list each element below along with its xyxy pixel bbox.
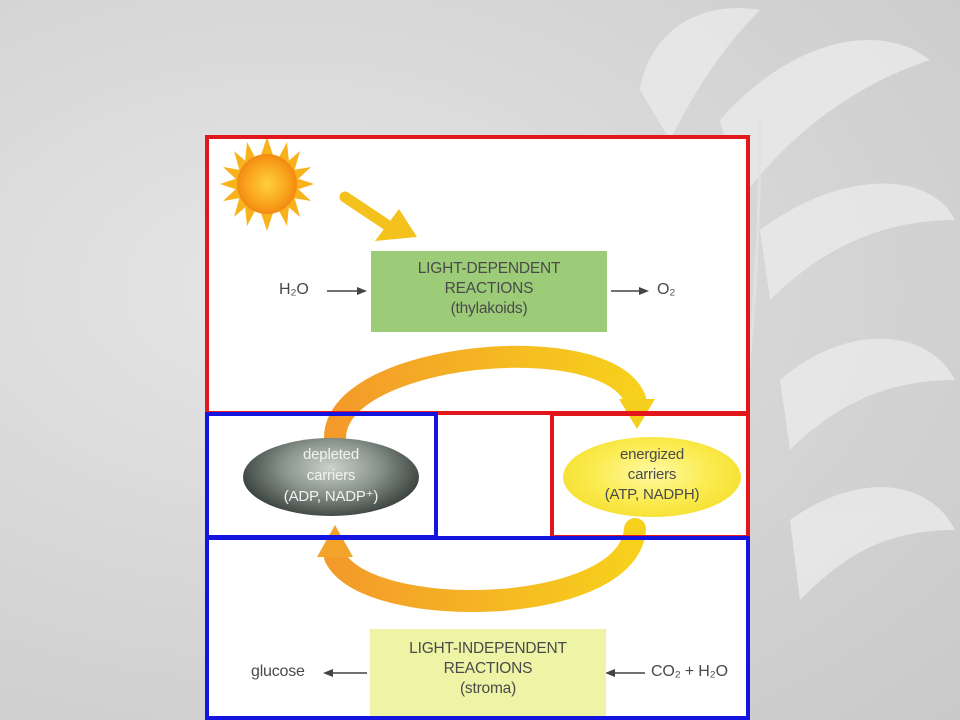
ld-title-line2: REACTIONS (444, 280, 534, 297)
depleted-carriers-ellipse: depleted carriers (ADP, NADP⁺) (243, 438, 419, 516)
energized-carriers-highlight-frame (550, 412, 750, 539)
energized-line2: carriers (627, 466, 677, 483)
h2o-input-label: H₂O (279, 281, 309, 298)
light-dependent-label: LIGHT-DEPENDENT REACTIONS (thylakoids) (371, 259, 607, 319)
sunlight-arrow (339, 191, 417, 241)
light-independent-label: LIGHT-INDEPENDENT REACTIONS (stroma) (370, 639, 606, 699)
light-dependent-highlight-frame (205, 135, 750, 415)
ld-title-line1: LIGHT-DEPENDENT (417, 260, 561, 277)
glucose-arrow (323, 669, 367, 677)
depleted-carriers-highlight-frame (205, 412, 438, 539)
sun-icon (220, 137, 314, 231)
cycle-graphic (220, 137, 655, 677)
o2-output-label: O₂ (657, 281, 676, 298)
h2o-arrow (327, 287, 367, 295)
glucose-output-label: glucose (251, 663, 305, 680)
depleted-line3: (ADP, NADP⁺) (283, 488, 379, 505)
energized-carriers-ellipse: energized carriers (ATP, NADPH) (563, 437, 741, 517)
depleted-line2: carriers (306, 467, 356, 484)
light-dependent-box: LIGHT-DEPENDENT REACTIONS (thylakoids) (371, 251, 607, 332)
energized-carriers-label: energized carriers (ATP, NADPH) (563, 445, 741, 505)
li-location: (stroma) (459, 680, 517, 697)
li-title-line2: REACTIONS (443, 660, 533, 677)
depleted-line1: depleted (303, 446, 359, 463)
light-independent-highlight-frame (205, 536, 750, 720)
ld-location: (thylakoids) (450, 300, 528, 317)
co2-h2o-input-label: CO₂ + H₂O (651, 663, 728, 680)
li-title-line1: LIGHT-INDEPENDENT (409, 640, 567, 657)
depleted-carriers-label: depleted carriers (ADP, NADP⁺) (243, 444, 419, 507)
energized-line3: (ATP, NADPH) (604, 486, 700, 503)
photosynthesis-figure: LIGHT-DEPENDENT REACTIONS (thylakoids) H… (207, 137, 748, 720)
o2-arrow (611, 287, 649, 295)
co2-arrow (605, 669, 645, 677)
energized-line1: energized (619, 446, 685, 463)
light-independent-box: LIGHT-INDEPENDENT REACTIONS (stroma) (370, 629, 606, 717)
bottom-cycle-arrow (317, 518, 646, 612)
